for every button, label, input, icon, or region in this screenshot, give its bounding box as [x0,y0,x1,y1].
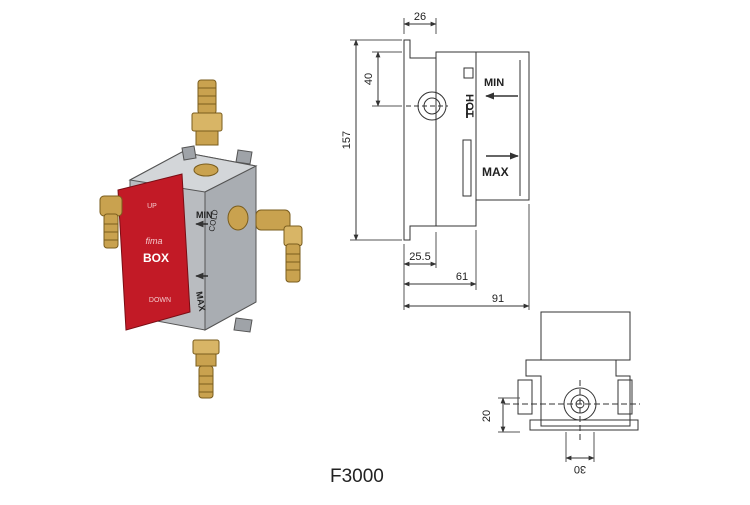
cover-up-text: UP [147,203,157,210]
red-front-cover: UP fima BOX DOWN [117,173,191,331]
cover-down-text: DOWN [149,297,171,304]
front-view-labels: 20 30 [481,410,586,475]
dim-25-5: 25.5 [409,251,430,263]
right-brass-elbow [227,205,303,283]
dim-91: 91 [492,293,504,305]
model-code: F3000 [330,466,384,487]
dim-20: 20 [481,410,493,422]
side-max-label: MAX [482,165,509,179]
side-view-drawing [350,18,530,310]
iso-product-view: UP fima BOX DOWN MIN COLD MAX [99,79,303,399]
left-brass-elbow [99,195,123,249]
cover-box-text: BOX [143,251,169,265]
side-hot-label: HOT [463,94,475,118]
iso-cold-label: COLD [207,209,220,233]
top-brass-fitting [191,79,223,146]
side-min-label: MIN [484,77,504,89]
dim-30: 30 [574,463,586,475]
iso-side-labels: MIN COLD MAX [194,209,220,312]
cover-brand-text: fima [145,236,162,246]
dim-157: 157 [341,131,353,149]
front-view-drawing [498,311,640,462]
bottom-brass-fitting [192,339,220,399]
dim-40: 40 [363,73,375,85]
iso-min-label: MIN [196,210,213,220]
dim-26: 26 [414,11,426,23]
dim-61: 61 [456,271,468,283]
iso-max-label: MAX [194,291,207,312]
side-view-labels: MIN HOT MAX 26 157 40 25.5 61 91 [341,11,509,305]
